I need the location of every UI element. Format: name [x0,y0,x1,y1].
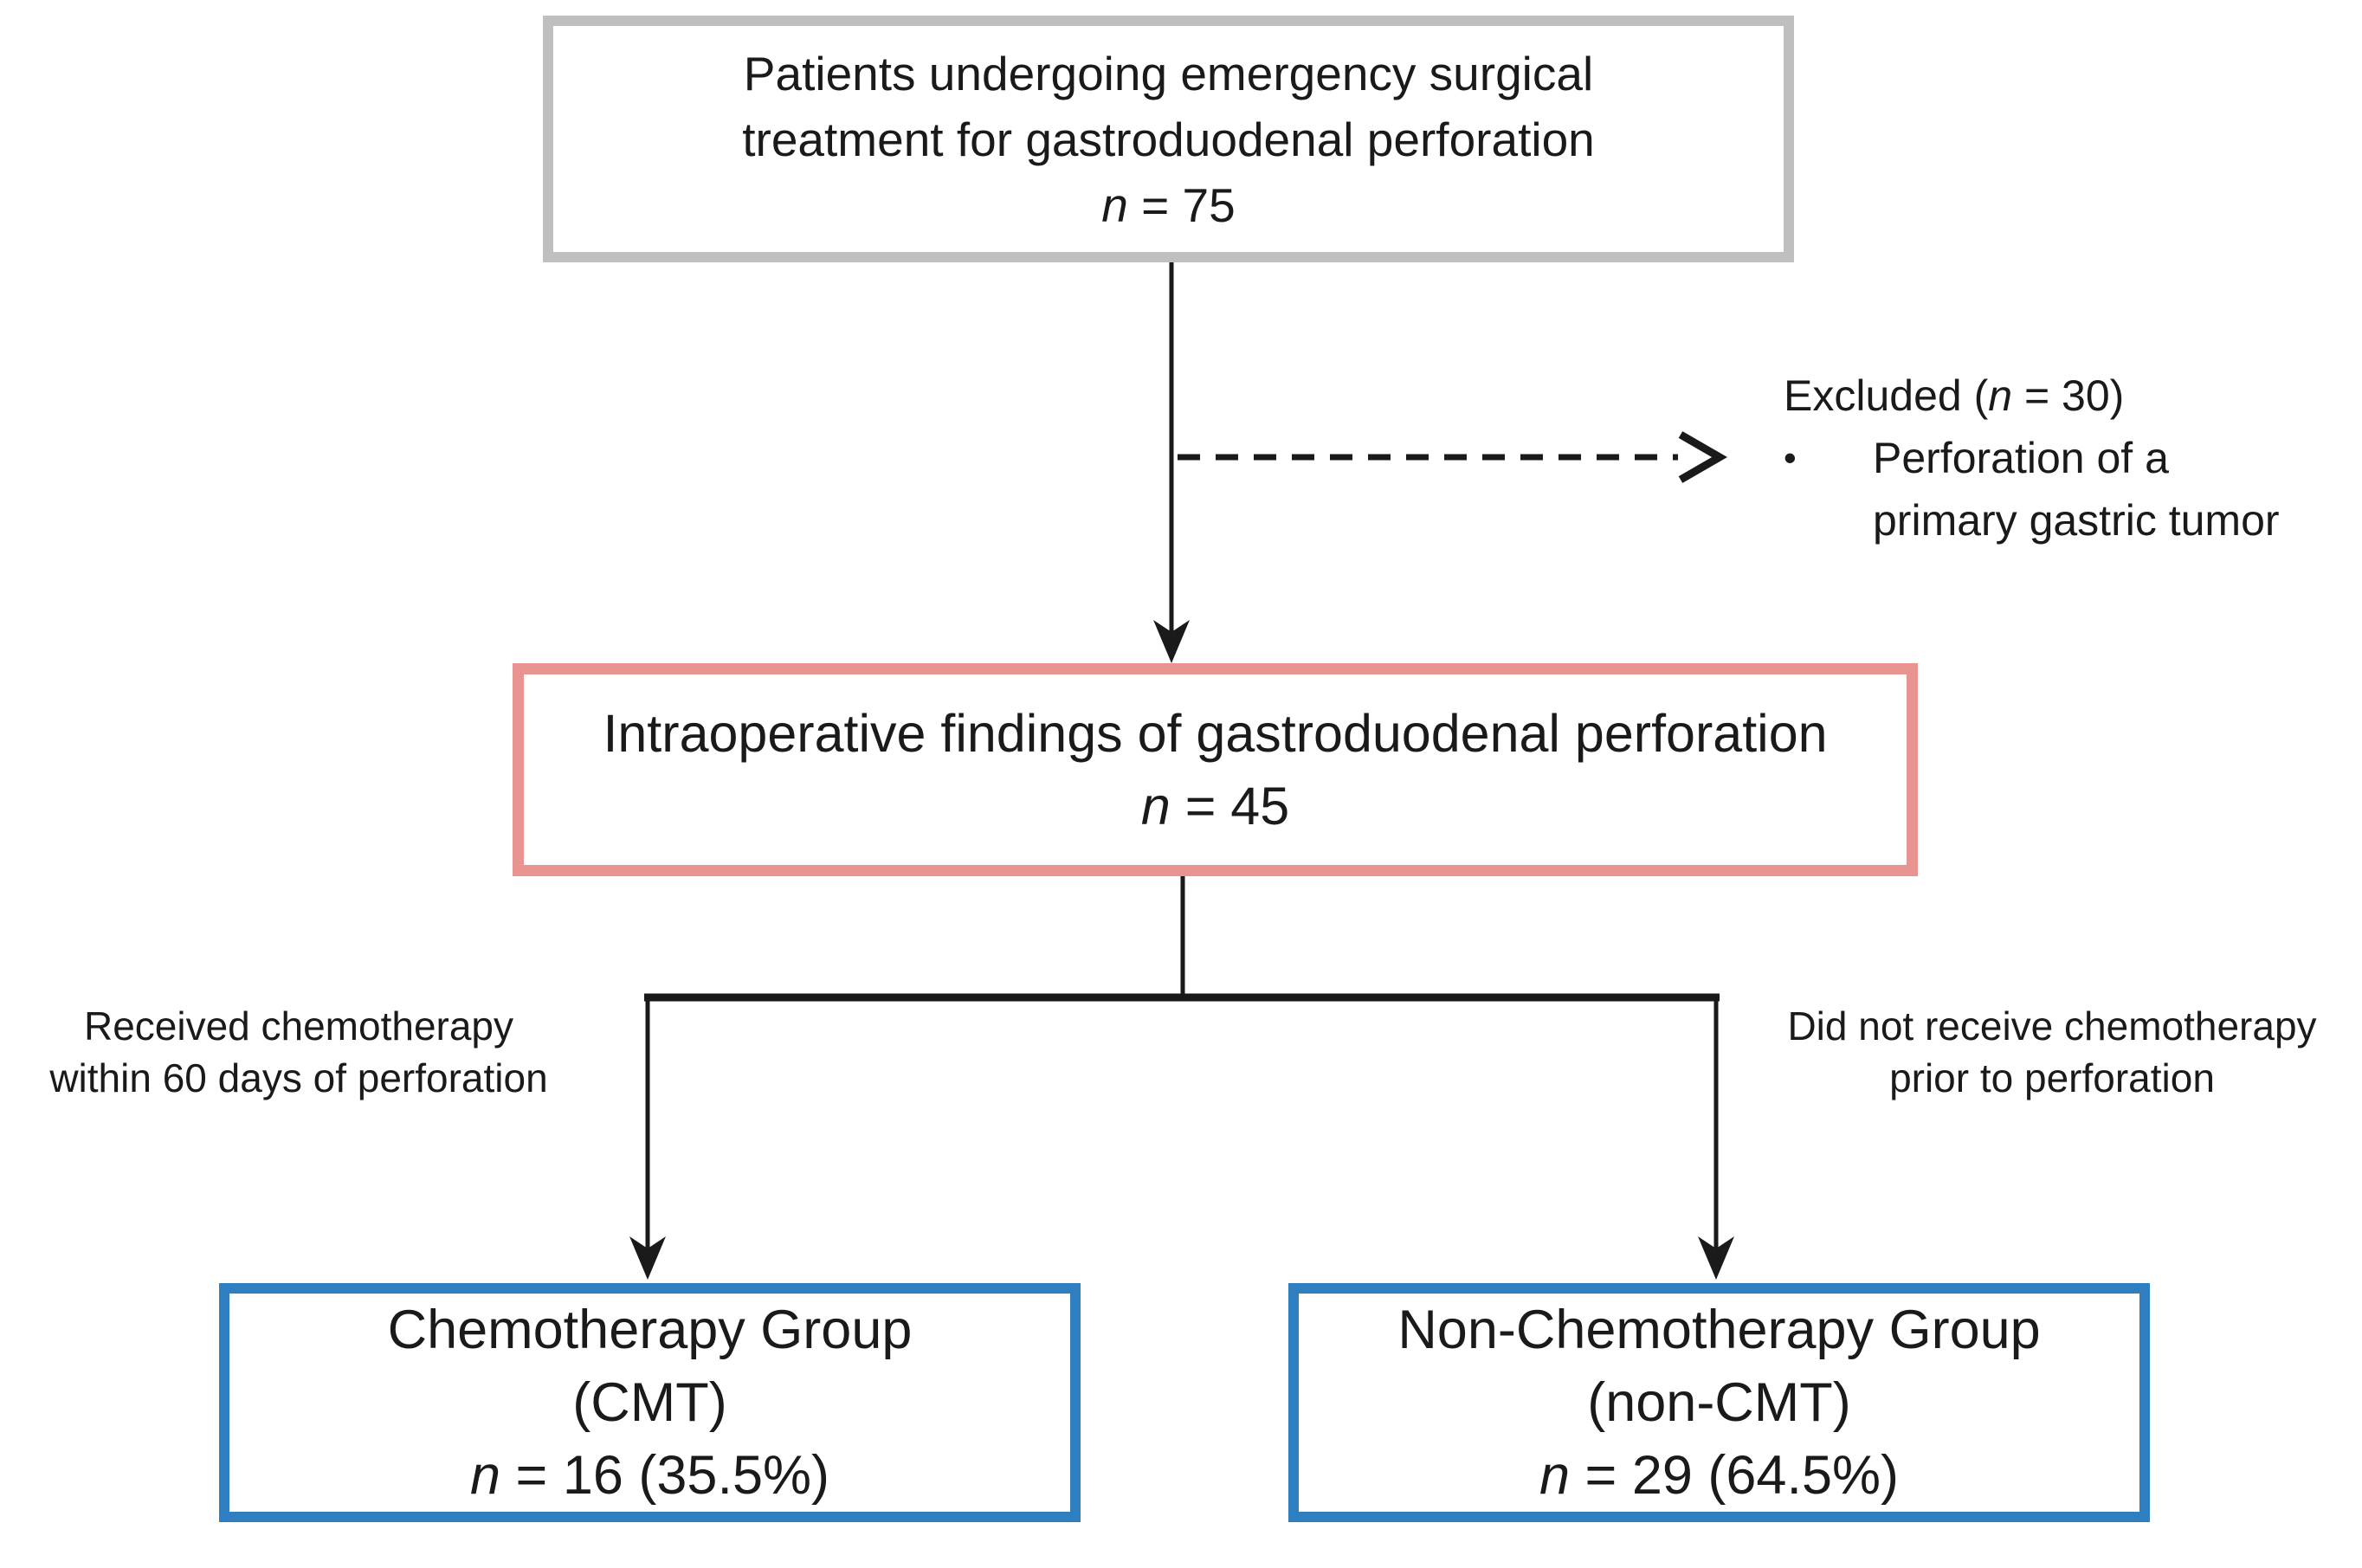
non-chemo-group-abbrev: (non-CMT) [1587,1372,1851,1433]
box-non-chemotherapy-group: Non-Chemotherapy Group (non-CMT) n = 29 … [1288,1283,2150,1522]
n-value: = 29 (64.5%) [1570,1445,1899,1506]
arrow-left-branch-head [629,1236,666,1280]
excluded-bullet-item: • Perforation of a primary gastric tumor [1784,427,2280,552]
enrollment-line-1: Patients undergoing emergency surgical [743,46,1594,100]
excluded-item-text: Perforation of a primary gastric tumor [1873,427,2280,552]
chemo-group-count: n = 16 (35.5%) [470,1439,829,1512]
arrow-top-to-middle-head [1153,620,1190,663]
findings-count: n = 45 [1141,770,1289,842]
excluded-heading: Excluded (n = 30) [1784,365,2280,427]
enrollment-count: n = 75 [1101,172,1235,238]
box-chemotherapy-group: Chemotherapy Group (CMT) n = 16 (35.5%) [219,1283,1081,1522]
excluded-item-line-2: primary gastric tumor [1873,496,2280,545]
dashed-arrow-excluded-head [1678,431,1727,483]
chemo-group-name: Chemotherapy Group [387,1300,913,1360]
left-branch-label-line-2: within 60 days of perforation [49,1055,548,1100]
chemo-group-abbrev: (CMT) [572,1372,727,1433]
n-symbol: n [1101,177,1128,232]
n-symbol: n [1539,1445,1571,1506]
excluded-note: Excluded (n = 30) • Perforation of a pri… [1784,365,2280,552]
findings-line-1: Intraoperative findings of gastroduodena… [603,704,1828,763]
n-value: = 45 [1170,777,1290,836]
box-intraoperative-findings: Intraoperative findings of gastroduodena… [513,663,1918,876]
right-branch-label: Did not receive chemotherapy prior to pe… [1775,1000,2329,1104]
non-chemo-group-count: n = 29 (64.5%) [1539,1439,1899,1512]
excluded-heading-prefix: Excluded ( [1784,371,1989,420]
right-branch-label-line-2: prior to perforation [1889,1055,2215,1100]
excluded-heading-rest: = 30) [2012,371,2125,420]
n-value: = 16 (35.5%) [500,1445,829,1506]
left-branch-label-line-1: Received chemotherapy [83,1003,514,1049]
n-symbol: n [1140,777,1171,836]
box-enrollment: Patients undergoing emergency surgical t… [543,16,1794,262]
bullet-dot: • [1784,437,1797,478]
excluded-item-line-1: Perforation of a [1873,434,2169,482]
left-branch-label: Received chemotherapy within 60 days of … [22,1000,576,1104]
right-branch-label-line-1: Did not receive chemotherapy [1787,1003,2317,1049]
enrollment-line-2: treatment for gastroduodenal perforation [742,112,1595,166]
n-symbol: n [469,1445,501,1506]
arrow-right-branch-head [1698,1236,1734,1280]
n-symbol: n [1988,371,2013,420]
n-value: = 75 [1127,177,1236,232]
non-chemo-group-name: Non-Chemotherapy Group [1397,1300,2041,1360]
